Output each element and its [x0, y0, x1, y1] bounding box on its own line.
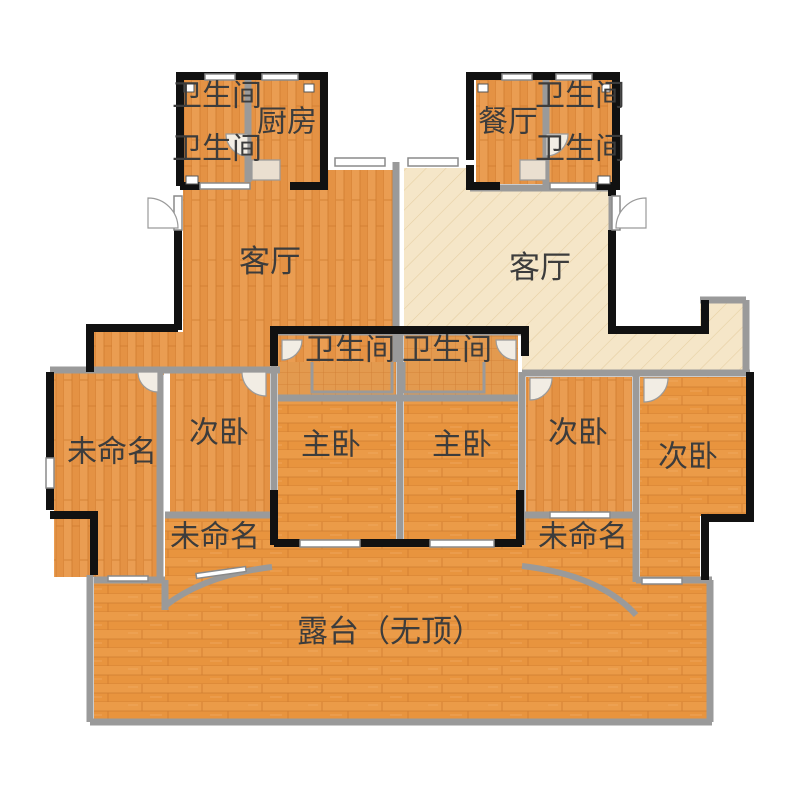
curved-wall-left	[163, 564, 273, 609]
door-swings	[137, 133, 669, 403]
label-terrace: 露台（无顶）	[297, 614, 483, 650]
living-right-floor	[404, 168, 746, 370]
label-second-bed-2: 次卧	[548, 416, 608, 451]
label-master-right: 主卧	[432, 428, 492, 463]
label-bath-mid-left: 卫生间	[305, 333, 395, 368]
terrace-floor	[94, 545, 708, 722]
room-labels: 卫生间 厨房 卫生间 餐厅 卫生间 卫生间 客厅 客厅 卫生间 卫生间 未命名 …	[67, 79, 718, 651]
label-unnamed-mid-right: 未命名	[538, 520, 628, 555]
label-living-right: 客厅	[509, 250, 571, 286]
master-right-floor	[404, 395, 518, 543]
bath-tl-floor	[180, 80, 248, 180]
second-bed-1-floor	[170, 372, 270, 517]
bath-partitions	[310, 362, 486, 394]
unnamed-mid-left-floor	[165, 518, 270, 605]
label-kitchen: 厨房	[257, 105, 317, 140]
label-unnamed-left: 未命名	[67, 435, 157, 470]
living-left-floor	[94, 170, 396, 368]
bath-tr-floor	[546, 80, 612, 184]
label-master-left: 主卧	[301, 428, 361, 463]
label-second-bed-3: 次卧	[658, 440, 718, 475]
curved-wall-right	[521, 563, 639, 618]
label-bath-mid-right: 卫生间	[402, 333, 492, 368]
unnamed-left-floor	[54, 372, 160, 577]
label-second-bed-1: 次卧	[189, 416, 249, 451]
label-living-left: 客厅	[239, 244, 301, 280]
exterior-walls	[46, 72, 754, 580]
master-left-floor	[278, 395, 396, 543]
second-bed-2-floor	[526, 377, 632, 517]
label-dining: 餐厅	[478, 105, 538, 140]
label-bath-tr-1: 卫生间	[535, 79, 625, 114]
label-unnamed-mid-left: 未命名	[170, 520, 260, 555]
windows	[45, 73, 683, 585]
label-bath-tr-2: 卫生间	[535, 132, 625, 167]
label-bath-tl-2: 卫生间	[172, 132, 262, 167]
fixtures	[183, 83, 611, 185]
label-bath-tl-1: 卫生间	[172, 79, 262, 114]
second-bed-3-floor	[640, 377, 746, 578]
